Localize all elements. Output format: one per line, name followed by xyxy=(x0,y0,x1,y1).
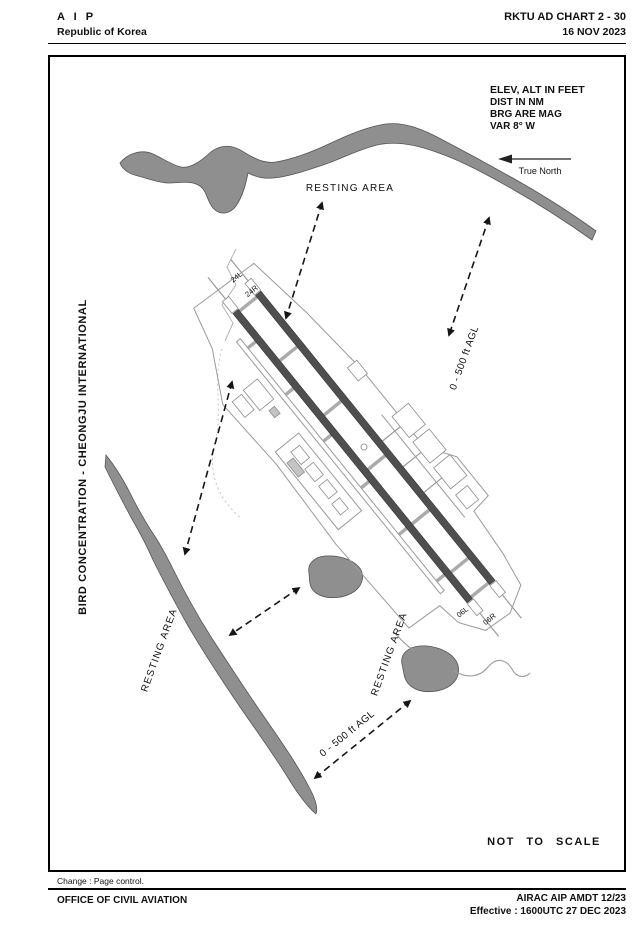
west-building-gray xyxy=(268,405,281,419)
pond-west xyxy=(308,555,363,599)
bird-path-arrow-southwest xyxy=(228,586,301,637)
bird-path-arrow-northeast xyxy=(447,216,491,337)
effective-date: Effective : 1600UTC 27 DEC 2023 xyxy=(469,906,626,917)
taxiway-ne xyxy=(381,414,466,518)
boundary-fence-northwest xyxy=(221,248,237,342)
resting-area-left-label: RESTING AREA xyxy=(139,607,180,694)
apron-ne-1 xyxy=(391,402,426,439)
stream-to-pond xyxy=(393,631,415,652)
resting-area-top-label: RESTING AREA xyxy=(306,183,394,194)
footer-right: AIRAC AIP AMDT 12/23 Effective : 1600UTC… xyxy=(470,892,626,918)
terminal-building-2 xyxy=(304,461,324,483)
footer-rule xyxy=(48,888,626,890)
change-note: Change : Page control. xyxy=(57,876,144,886)
true-north-indicator: True North xyxy=(498,154,571,176)
not-to-scale-label: NOT TO SCALE xyxy=(487,836,601,848)
info-var-note: VAR 8° W xyxy=(490,121,535,132)
amendment-ref: AIRAC AIP AMDT 12/23 xyxy=(516,893,626,904)
airport-diagram xyxy=(193,258,522,637)
rwy-06l-label: 06L xyxy=(455,605,470,620)
parallel-taxiway xyxy=(235,338,445,595)
terminal-building-gray xyxy=(286,457,306,478)
agl-right-label: 0 - 500 ft AGL xyxy=(448,325,481,392)
terminal-building-3 xyxy=(318,478,338,500)
bird-concentration-chart: ELEV, ALT IN FEET DIST IN NM BRG ARE MAG… xyxy=(77,84,601,848)
header-left: A I P Republic of Korea xyxy=(57,11,147,38)
info-elev-note: ELEV, ALT IN FEET xyxy=(490,84,585,96)
header-rule xyxy=(48,43,626,44)
bird-path-arrow-top xyxy=(284,201,324,320)
terminal-building-4 xyxy=(331,497,349,516)
west-building-2 xyxy=(231,393,255,418)
apron-ne-3 xyxy=(433,454,468,490)
runway-06r-24l xyxy=(232,309,473,604)
header-right: RKTU AD CHART 2 - 30 16 NOV 2023 xyxy=(504,11,626,38)
runway-06l-24r xyxy=(255,290,496,585)
country-label: Republic of Korea xyxy=(57,26,147,38)
west-building-1 xyxy=(242,378,275,412)
structure-nw xyxy=(346,359,369,382)
true-north-label: True North xyxy=(519,166,562,176)
river-southwest xyxy=(104,453,318,815)
river-north xyxy=(119,123,597,241)
chart-side-title: BIRD CONCENTRATION - CHEONGJU INTERNATIO… xyxy=(77,299,89,615)
info-brg-note: BRG ARE MAG xyxy=(490,109,562,120)
arp-symbol xyxy=(360,443,368,451)
info-dist-note: DIST IN NM xyxy=(490,97,544,108)
true-north-arrow-icon xyxy=(498,154,512,164)
pond-south xyxy=(401,645,459,693)
terminal-apron xyxy=(274,432,363,531)
bird-path-arrow-south xyxy=(313,699,412,780)
chart-frame: ELEV, ALT IN FEET DIST IN NM BRG ARE MAG… xyxy=(48,55,626,872)
chart-date: 16 NOV 2023 xyxy=(562,26,626,38)
rwy-06r-label: 06R xyxy=(481,611,498,627)
aip-title: A I P xyxy=(57,11,97,23)
publishing-office: OFFICE OF CIVIL AVIATION xyxy=(57,895,188,906)
terminal-building-1 xyxy=(290,444,311,466)
apron-ne-4 xyxy=(455,485,480,510)
chart-reference: RKTU AD CHART 2 - 30 xyxy=(504,11,626,23)
bird-path-arrow-west xyxy=(182,380,235,556)
apron-ne-2 xyxy=(412,428,447,464)
stream-south xyxy=(453,659,531,678)
